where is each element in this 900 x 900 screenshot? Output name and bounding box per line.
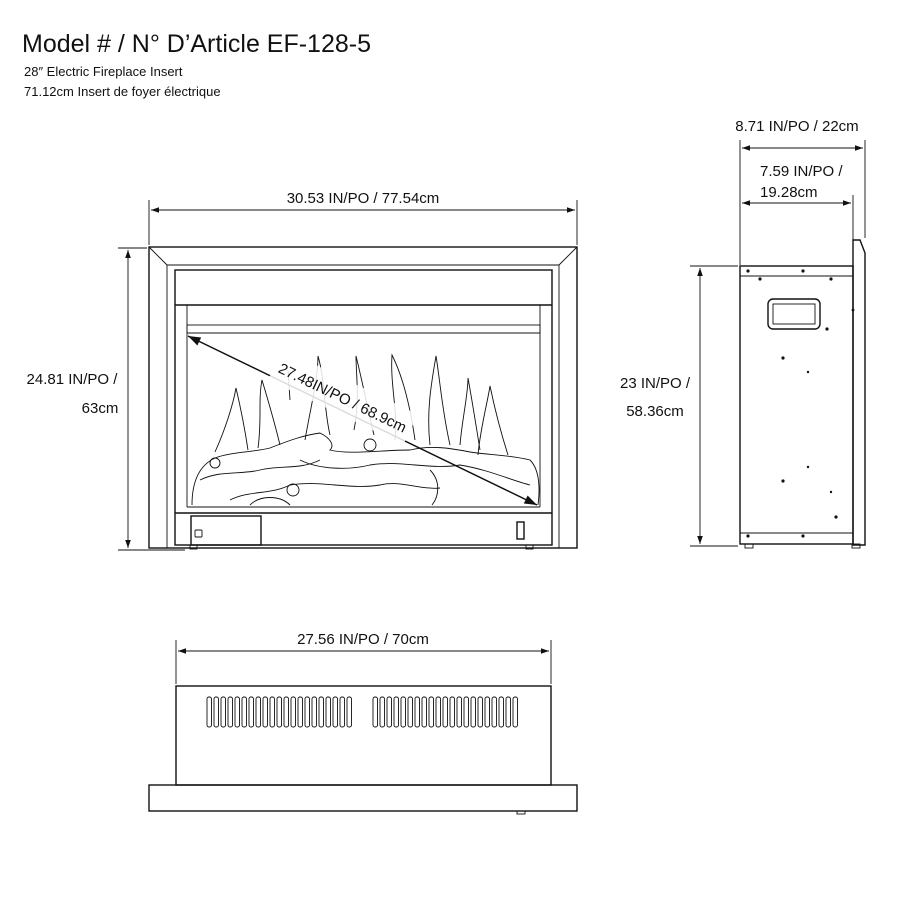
vent-slot [428,696,434,728]
vent-slot [484,696,490,728]
side-body-depth-label-2: 19.28cm [760,184,818,201]
vent-slot [414,696,420,728]
vent-slot [297,696,303,728]
vent-slots [206,696,518,728]
front-height-label-2: 63cm [82,400,119,417]
vent-slot [283,696,289,728]
top-width-label: 27.56 IN/PO / 70cm [297,631,429,648]
vent-slot [276,696,282,728]
vent-slot [512,696,518,728]
page-title: Model # / N° D’Article EF-128-5 [22,30,371,58]
vent-slot [491,696,497,728]
vent-slot [213,696,219,728]
vent-slot [318,696,324,728]
vent-slot [372,696,378,728]
vent-slot [505,696,511,728]
vent-slot [248,696,254,728]
vent-slot [220,696,226,728]
vent-slot [255,696,261,728]
control-panel [190,515,262,546]
vent-slot [325,696,331,728]
side-view: 8.71 IN/PO / 22cm 7.59 IN/PO / 19.28cm 2… [620,118,866,549]
vent-slot [386,696,392,728]
vent-slot [339,696,345,728]
surround-frame [148,246,578,549]
front-plate-profile [852,239,866,546]
subtitle-french: 71.12cm Insert de foyer électrique [24,84,221,99]
vent-slot [477,696,483,728]
vent-slot [206,696,212,728]
front-view: 30.53 IN/PO / 77.54cm 24.81 IN/PO / 63cm [27,190,578,551]
vent-slot [449,696,455,728]
vent-slot [421,696,427,728]
vent-slot [241,696,247,728]
vent-slot [311,696,317,728]
top-view: 27.56 IN/PO / 70cm [148,631,578,815]
vent-slot [227,696,233,728]
vent-slot [463,696,469,728]
vent-slot [269,696,275,728]
side-height-label-1: 23 IN/PO / [620,375,691,392]
vent-slot [332,696,338,728]
vent-slot [442,696,448,728]
front-height-label-1: 24.81 IN/PO / [27,371,119,388]
vent-slot [456,696,462,728]
vent-slot [470,696,476,728]
vent-slot [393,696,399,728]
vent-slot [290,696,296,728]
subtitle-english: 28″ Electric Fireplace Insert [24,64,183,79]
side-height-label-2: 58.36cm [626,403,684,420]
power-switch-icon [194,529,203,538]
vent-slot [379,696,385,728]
top-front-plate [148,784,578,812]
indicator-slot [516,521,525,540]
vent-slot [304,696,310,728]
vent-slot [498,696,504,728]
diagonal-label: 27.48IN/PO / 68.9cm [276,360,410,436]
vent-slot [234,696,240,728]
logs-illustration [191,432,540,506]
side-handle [767,298,821,330]
vent-slot [407,696,413,728]
vent-slot [346,696,352,728]
vent-slot [262,696,268,728]
side-body-depth-label-1: 7.59 IN/PO / [760,163,843,180]
side-total-depth-label: 8.71 IN/PO / 22cm [735,118,858,135]
front-width-label: 30.53 IN/PO / 77.54cm [287,190,440,207]
side-body [739,265,854,545]
vent-slot [435,696,441,728]
vent-slot [400,696,406,728]
